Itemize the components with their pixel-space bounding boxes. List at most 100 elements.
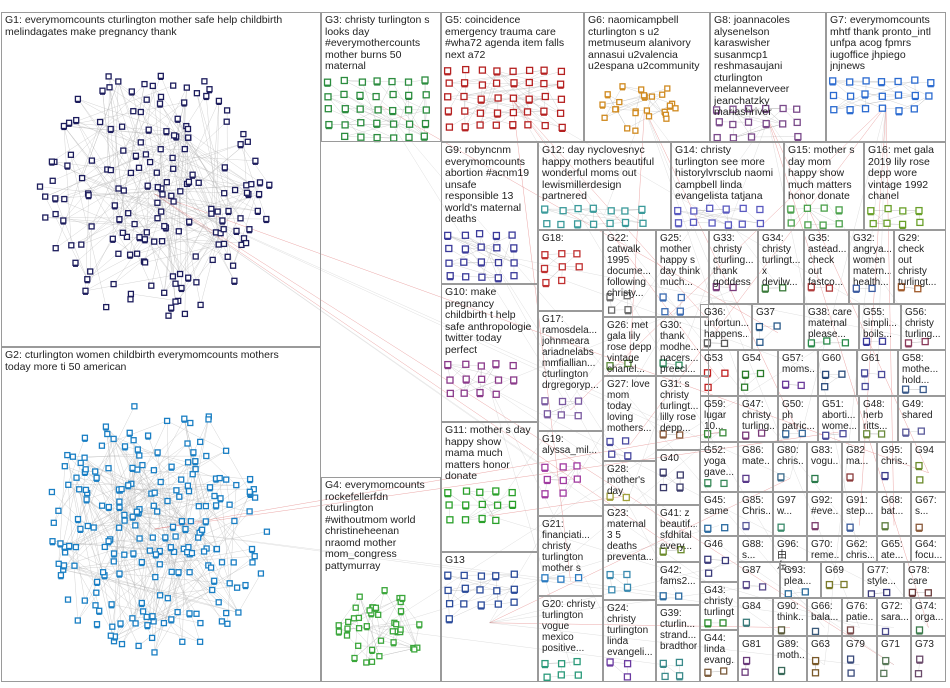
- node-g2: [178, 476, 185, 483]
- node-g14: [756, 219, 765, 228]
- node-g2: [136, 535, 143, 542]
- edge: [63, 125, 189, 138]
- node-marker: [867, 213, 874, 216]
- edge: [807, 208, 840, 225]
- node-g3: [324, 93, 332, 101]
- node-marker: [541, 580, 548, 583]
- node-g14: [690, 207, 698, 215]
- node-g1: [107, 166, 114, 174]
- node-g7: [829, 91, 838, 100]
- node-g7: [894, 77, 902, 86]
- group-box-g26: G26: met gala lily rose depp vintage cha…: [603, 317, 656, 376]
- node-g2: [179, 638, 186, 645]
- intergroup-edge: [644, 108, 759, 433]
- node-marker: [638, 92, 644, 94]
- group-label-g7: G7: everymomcounts mhtf thank pronto_int…: [830, 15, 931, 72]
- node-g1: [183, 84, 190, 91]
- group-label-g57: G57: moms...: [782, 353, 815, 375]
- node-marker: [73, 265, 78, 267]
- group-label-g2: G2: cturlington women childbirth everymo…: [5, 350, 279, 373]
- group-box-g79: G79: [842, 636, 877, 682]
- node-g2: [82, 486, 90, 494]
- node-g1: [184, 134, 192, 141]
- group-box-g60: G60: [818, 350, 857, 396]
- node-g6: [632, 109, 639, 117]
- node-g1: [208, 210, 215, 217]
- node-g1: [105, 73, 112, 80]
- node-g2: [185, 488, 193, 495]
- edge: [246, 185, 259, 212]
- intergroup-edge: [489, 495, 630, 517]
- edge: [130, 293, 179, 302]
- node-g1: [68, 242, 75, 249]
- node-g2: [186, 569, 193, 576]
- edge: [69, 122, 161, 150]
- node-g5: [541, 92, 549, 101]
- edge: [344, 109, 379, 126]
- node-marker: [416, 626, 422, 629]
- edge: [68, 477, 97, 547]
- node-g1: [49, 177, 56, 184]
- node-g2: [84, 522, 91, 530]
- node-g1: [201, 78, 208, 85]
- edge: [447, 235, 497, 249]
- group-label-g12: G12: day nyclovesnyc happy mothers beaut…: [542, 145, 655, 202]
- node-g2: [105, 465, 112, 472]
- node-g3: [389, 90, 397, 99]
- group-label-g52: G52: yoga gave...: [704, 445, 735, 478]
- node-g1: [141, 80, 148, 88]
- node-marker: [492, 578, 499, 581]
- node-marker: [125, 487, 131, 490]
- node-g11: [492, 516, 500, 525]
- edge: [64, 492, 155, 548]
- edge: [114, 174, 193, 206]
- edge: [172, 157, 247, 186]
- node-g2: [149, 534, 156, 541]
- node-marker: [462, 508, 469, 510]
- node-g21: [557, 575, 565, 583]
- edge: [87, 141, 248, 280]
- node-marker: [542, 285, 549, 288]
- edge: [833, 95, 866, 109]
- edge: [63, 548, 207, 570]
- edge: [108, 468, 120, 490]
- node-marker: [352, 660, 357, 663]
- node-marker: [49, 164, 55, 166]
- node-marker: [642, 99, 648, 101]
- edge: [165, 227, 176, 302]
- node-marker: [716, 124, 723, 127]
- node-g2: [213, 545, 221, 553]
- group-box-g19: G19: alyssa_mil...: [538, 431, 603, 516]
- node-marker: [444, 367, 451, 370]
- edge: [449, 575, 465, 604]
- node-g7: [878, 104, 887, 112]
- node-marker: [389, 113, 396, 116]
- edge: [91, 99, 147, 227]
- edge: [161, 211, 219, 245]
- group-box-g83: G83: vogu...: [807, 442, 842, 492]
- node-marker: [794, 139, 801, 142]
- node-g1: [165, 312, 172, 319]
- node-g40: [676, 471, 684, 479]
- node-marker: [541, 470, 548, 472]
- node-g2: [129, 615, 136, 622]
- edge: [55, 213, 92, 227]
- node-g14: [756, 205, 764, 214]
- group-label-g28: G28: mother's day: [607, 464, 646, 497]
- edge: [94, 471, 144, 612]
- node-g5: [478, 81, 487, 89]
- node-g2: [50, 519, 57, 526]
- group-label-g64: G64: focu...: [915, 539, 943, 561]
- node-g1: [170, 198, 177, 205]
- edge: [63, 103, 161, 221]
- edge: [212, 589, 239, 613]
- node-g8: [779, 120, 787, 128]
- edge: [113, 489, 120, 642]
- edge: [463, 365, 482, 394]
- group-box-g64: G64: focu...: [911, 536, 946, 562]
- node-g2: [188, 549, 196, 557]
- edge: [232, 182, 261, 266]
- node-marker: [477, 395, 483, 398]
- edge: [102, 90, 112, 171]
